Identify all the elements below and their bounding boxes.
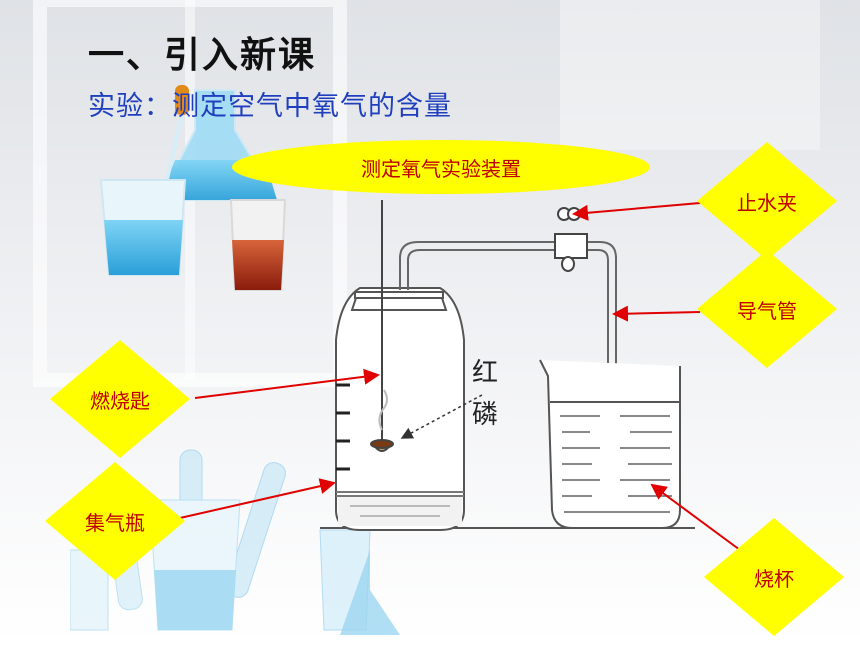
arrow-spoon: [194, 368, 380, 399]
arrow-phosphorus: [400, 394, 483, 439]
label-beaker-text: 烧杯: [754, 566, 794, 591]
apparatus-banner-label: 测定氧气实验装置: [361, 156, 521, 181]
phosphorus-label-1: 红: [472, 358, 499, 388]
label-tube: 导气管: [697, 250, 837, 368]
arrow-beaker: [650, 483, 741, 551]
slide-title: 一、引入新课: [88, 35, 317, 76]
label-bottle-text: 集气瓶: [85, 510, 145, 535]
arrow-clamp: [572, 202, 701, 221]
gas-bottle: [335, 287, 465, 531]
gas-tube: [399, 241, 617, 520]
label-spoon-text: 燃烧匙: [90, 388, 150, 413]
label-tube-text: 导气管: [737, 298, 797, 323]
arrow-bottle: [179, 478, 336, 519]
label-clamp-text: 止水夹: [737, 190, 797, 215]
apparatus-diagram: [320, 200, 695, 531]
label-beaker: 烧杯: [704, 518, 844, 636]
apparatus-banner: 测定氧气实验装置: [232, 140, 650, 194]
label-bottle: 集气瓶: [45, 462, 185, 580]
label-clamp: 止水夹: [697, 142, 837, 260]
phosphorus-label-2: 磷: [472, 400, 499, 430]
water-clamp: [554, 233, 588, 259]
slide-subtitle: 实验：测定空气中氧气的含量: [88, 91, 452, 122]
label-spoon: 燃烧匙: [50, 340, 190, 458]
arrow-tube: [612, 305, 701, 322]
